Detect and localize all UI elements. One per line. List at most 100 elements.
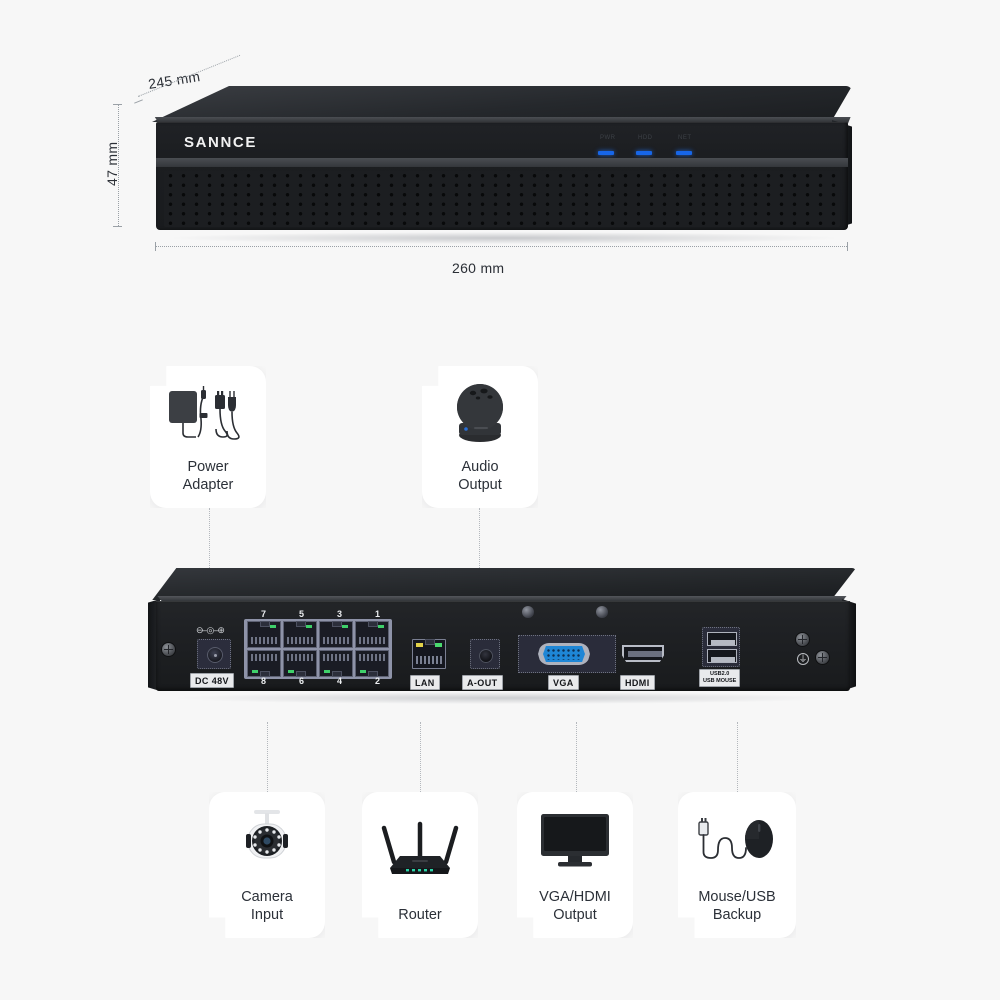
- speaker-icon: [422, 366, 538, 458]
- bullet-camera-icon: [209, 792, 325, 888]
- power-adapter-icon: [150, 366, 266, 458]
- poe-number-7: 7: [261, 609, 267, 619]
- lan-led-green: [435, 643, 442, 647]
- port-label-hdmi: HDMI: [620, 675, 655, 690]
- rear-screw-left: [162, 643, 175, 656]
- poe-port-8[interactable]: [247, 650, 281, 677]
- port-label-dc48v: DC 48V: [190, 673, 234, 688]
- poe-number-2: 2: [375, 676, 381, 686]
- port-label-aout: A-OUT: [462, 675, 503, 690]
- dc-power-jack-group: ⊖–◎–⊕: [194, 625, 254, 689]
- poe-number-6: 6: [299, 676, 305, 686]
- dimension-label-width: 260 mm: [452, 260, 505, 276]
- usb-label-line1: USB2.0: [710, 671, 730, 677]
- callout-card-power-adapter[interactable]: Power Adapter: [150, 366, 266, 508]
- callout-caption-power-adapter: Power Adapter: [182, 459, 234, 493]
- usb-label-line2: USB MOUSE: [703, 678, 737, 684]
- dimension-tick-width-left: [155, 242, 156, 251]
- lan-pins: [416, 656, 444, 664]
- poe-port-4[interactable]: [319, 650, 353, 677]
- port-label-usb: USB2.0 USB MOUSE: [699, 669, 741, 687]
- dimension-line-height: [118, 104, 119, 226]
- callout-card-camera-input[interactable]: Camera Input: [209, 792, 325, 938]
- vga-screw-right: [596, 606, 608, 618]
- dimension-tick-height-bottom: [113, 226, 122, 227]
- nvr-front-view: SANNCE PWR HDD NET: [152, 86, 852, 244]
- polarity-symbol: ⊖–◎–⊕: [196, 625, 225, 635]
- dimension-tick-width-right: [847, 242, 848, 251]
- led-indicator-row: PWR HDD NET: [596, 135, 776, 161]
- callout-caption-vga-hdmi-output: VGA/HDMI Output: [539, 889, 611, 923]
- callout-card-mouse-usb-backup[interactable]: Mouse/USB Backup: [678, 792, 796, 938]
- audio-out-hole: [479, 649, 493, 663]
- callout-caption-mouse-usb-backup: Mouse/USB Backup: [698, 889, 776, 923]
- callout-card-vga-hdmi-output[interactable]: VGA/HDMI Output: [517, 792, 633, 938]
- leader-line-camera-input: [267, 722, 268, 792]
- audio-out-port[interactable]: [470, 639, 500, 669]
- poe-row-top: [246, 621, 390, 648]
- led-hdd: [636, 151, 652, 155]
- lan-led-amber: [416, 643, 423, 647]
- usb-port-bottom[interactable]: [707, 649, 737, 663]
- led-net: [676, 151, 692, 155]
- led-label-net: NET: [678, 135, 692, 141]
- vga-screw-left: [522, 606, 534, 618]
- dimension-label-height: 47 mm: [104, 141, 120, 186]
- leader-line-router: [420, 722, 421, 792]
- hdmi-port[interactable]: [622, 645, 664, 662]
- callout-card-router[interactable]: Router: [362, 792, 478, 938]
- leader-line-vga-hdmi: [576, 722, 577, 792]
- hdmi-inner: [628, 651, 662, 657]
- poe-port-6[interactable]: [283, 650, 317, 677]
- callout-caption-audio-output: Audio Output: [458, 459, 502, 493]
- rear-drop-shadow: [178, 692, 826, 704]
- front-top-surface: [152, 86, 852, 122]
- lan-tab: [425, 639, 435, 645]
- poe-number-1: 1: [375, 609, 381, 619]
- router-icon: [362, 792, 478, 906]
- callout-caption-camera-input: Camera Input: [241, 889, 293, 923]
- dimension-tick-depth-start: [134, 99, 143, 104]
- front-ventilation-grille: [164, 171, 840, 227]
- poe-port-block: [244, 619, 392, 679]
- vga-port[interactable]: [538, 643, 590, 665]
- rear-screw-right-bottom: [816, 651, 829, 664]
- usb-port-top[interactable]: [707, 632, 737, 646]
- callout-card-audio-output[interactable]: Audio Output: [422, 366, 538, 508]
- poe-port-2[interactable]: [355, 650, 389, 677]
- ground-symbol: ⏚: [797, 653, 809, 665]
- poe-port-5[interactable]: [283, 621, 317, 648]
- rear-top-surface: [152, 568, 856, 600]
- poe-number-5: 5: [299, 609, 305, 619]
- callout-caption-router: Router: [398, 907, 442, 923]
- poe-port-3[interactable]: [319, 621, 353, 648]
- poe-port-1[interactable]: [355, 621, 389, 648]
- nvr-rear-view: ⊖–◎–⊕ DC 48V 7 5 3 1: [148, 568, 856, 718]
- front-drop-shadow: [174, 232, 834, 244]
- led-label-hdd: HDD: [638, 135, 653, 141]
- rear-screw-right-top: [796, 633, 809, 646]
- poe-row-bottom: [246, 650, 390, 677]
- led-pwr: [598, 151, 614, 155]
- poe-port-7[interactable]: [247, 621, 281, 648]
- mouse-usb-icon: [678, 792, 796, 888]
- dimension-tick-height-top: [113, 104, 122, 105]
- dc-jack-hole: [207, 647, 223, 663]
- usb-port-pad: [702, 627, 740, 667]
- port-label-lan: LAN: [410, 675, 440, 690]
- poe-number-3: 3: [337, 609, 343, 619]
- rear-face: ⊖–◎–⊕ DC 48V 7 5 3 1: [156, 601, 850, 691]
- dc-power-jack[interactable]: [197, 639, 231, 669]
- lan-port[interactable]: [412, 639, 446, 669]
- leader-line-mouse-usb: [737, 722, 738, 792]
- front-top-edge: [154, 117, 851, 124]
- poe-number-8: 8: [261, 676, 267, 686]
- front-divider-strip: [156, 158, 848, 167]
- vga-pins: [546, 648, 582, 660]
- led-label-pwr: PWR: [600, 135, 616, 141]
- poe-number-4: 4: [337, 676, 343, 686]
- monitor-icon: [517, 792, 633, 888]
- rear-top-lip: [157, 596, 847, 602]
- usb-bottom-bar: [711, 657, 735, 662]
